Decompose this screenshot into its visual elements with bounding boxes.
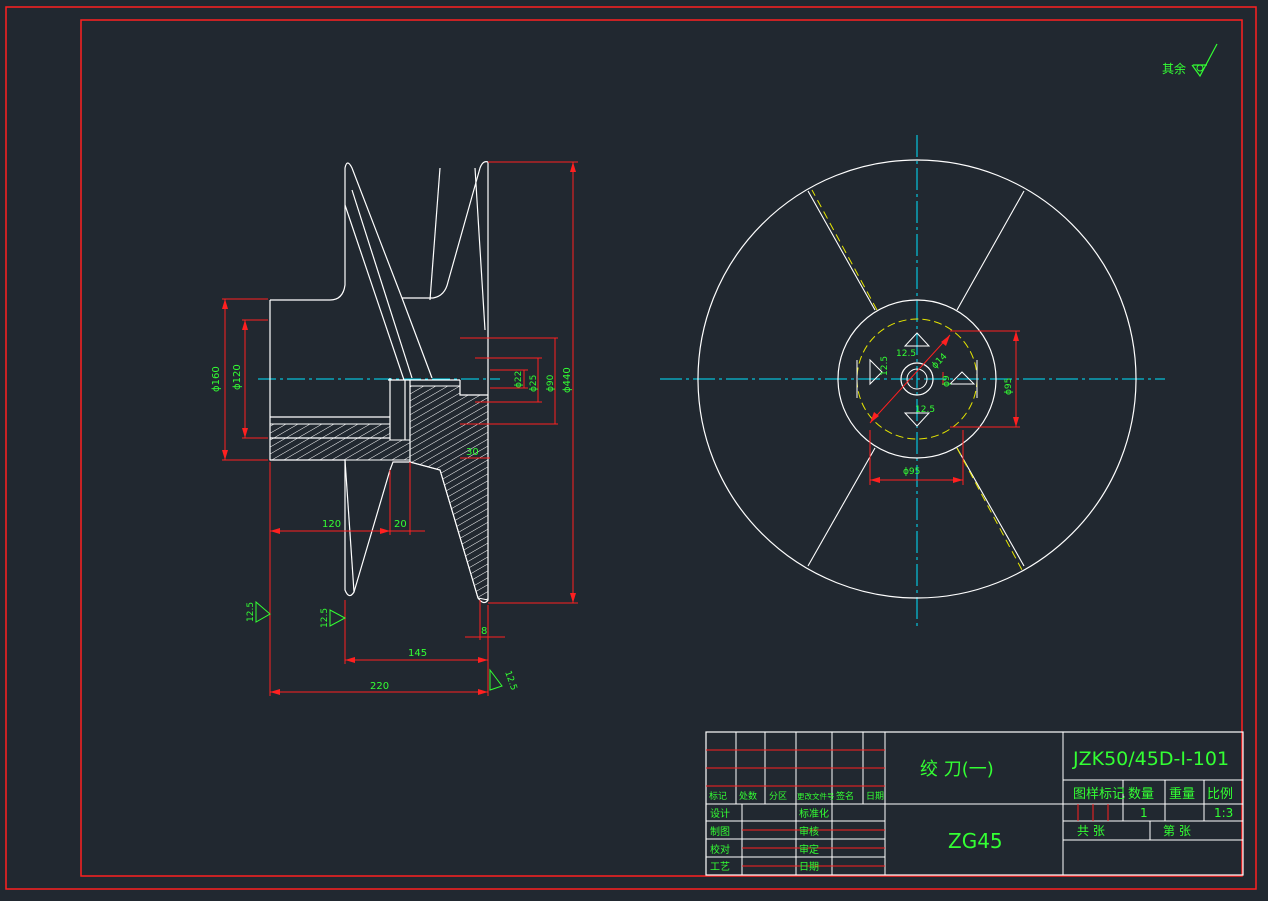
svg-text:工艺: 工艺 xyxy=(710,861,730,873)
svg-text:12.5: 12.5 xyxy=(502,670,518,692)
hatch-section-hub xyxy=(269,423,411,461)
front-view: 12.5 12.5 12.5 ϕ95 ϕ95 ϕ14 ϕ9 xyxy=(660,135,1165,630)
roughness-note: 其余 xyxy=(1162,43,1218,78)
front-hidden-lines xyxy=(811,189,1023,571)
svg-text:更改文件号: 更改文件号 xyxy=(797,791,835,801)
front-dim-b: 12.5 xyxy=(880,356,890,376)
material: ZG45 xyxy=(948,829,1003,853)
front-dim-d95b: ϕ95 xyxy=(903,467,920,477)
dim-d440: ϕ440 xyxy=(562,367,573,393)
front-blades xyxy=(807,190,1025,567)
outer-disc xyxy=(697,159,1137,599)
svg-text:日期: 日期 xyxy=(799,861,819,873)
svg-text:比例: 比例 xyxy=(1207,787,1233,802)
roughness-icon xyxy=(329,609,347,627)
revision-headers: 标记 处数 分区 更改文件号 签名 日期 xyxy=(709,790,884,802)
dim-120: 120 xyxy=(322,519,341,530)
svg-text:1:3: 1:3 xyxy=(1214,806,1233,820)
dim-30: 30 xyxy=(466,447,479,458)
svg-text:1: 1 xyxy=(1140,806,1148,820)
role-labels: 设计 制图 校对 工艺 标准化 审核 审定 日期 xyxy=(710,807,829,873)
dim-d160: ϕ160 xyxy=(211,366,222,392)
drawing-number: JZK50/45D-I-101 xyxy=(1072,748,1229,770)
front-dim-c: 12.5 xyxy=(915,405,935,415)
roughness-icon xyxy=(255,600,271,623)
svg-text:分区: 分区 xyxy=(769,791,787,802)
svg-text:制图: 制图 xyxy=(710,825,730,838)
front-dim-d9: ϕ9 xyxy=(942,375,952,387)
svg-text:重量: 重量 xyxy=(1169,786,1195,802)
side-roughness-symbols: 12.5 12.5 12.5 xyxy=(246,600,518,692)
svg-text:标准化: 标准化 xyxy=(799,807,829,820)
side-view-outline xyxy=(269,161,489,604)
front-dimension-lines xyxy=(869,330,1020,485)
front-dimension-arrows xyxy=(870,331,1019,483)
dim-d90: ϕ90 xyxy=(546,374,556,392)
side-view: ϕ160 ϕ120 ϕ22 ϕ25 ϕ90 ϕ440 30 120 20 145… xyxy=(211,161,578,696)
svg-text:数量: 数量 xyxy=(1128,787,1154,802)
outer-frame xyxy=(5,6,1257,890)
dim-d25: ϕ25 xyxy=(529,375,539,392)
svg-text:审核: 审核 xyxy=(799,825,819,838)
svg-text:图样标记: 图样标记 xyxy=(1073,787,1125,802)
svg-text:12.5: 12.5 xyxy=(246,602,256,622)
front-dim-d95: ϕ95 xyxy=(1004,378,1014,395)
front-dim-d14: ϕ14 xyxy=(930,352,950,372)
bore-inner-circle xyxy=(906,368,928,390)
svg-text:校对: 校对 xyxy=(710,843,730,856)
front-roughness-symbols xyxy=(869,332,976,427)
side-dimension-arrows xyxy=(222,162,576,695)
svg-text:标记: 标记 xyxy=(709,790,727,802)
side-dimension-lines xyxy=(222,161,578,696)
roughness-check-icon xyxy=(1191,43,1218,78)
dim-d120: ϕ120 xyxy=(232,364,243,390)
part-name: 绞 刀(一) xyxy=(920,759,994,780)
front-dim-a: 12.5 xyxy=(896,349,916,359)
dim-d22: ϕ22 xyxy=(514,371,524,388)
title-block: JZK50/45D-I-101 绞 刀(一) ZG45 标记 处数 分区 更改文… xyxy=(705,731,1244,876)
svg-text:设计: 设计 xyxy=(710,807,730,820)
hatch-section-blade xyxy=(409,385,489,601)
dim-20: 20 xyxy=(394,519,407,530)
roughness-icon xyxy=(489,668,503,691)
svg-text:签名: 签名 xyxy=(836,790,854,802)
svg-text:审定: 审定 xyxy=(799,843,819,856)
dim-145: 145 xyxy=(408,648,427,659)
svg-text:日期: 日期 xyxy=(866,791,884,802)
dim-8: 8 xyxy=(481,626,487,637)
svg-text:共 张: 共 张 xyxy=(1077,824,1105,838)
bore-circle xyxy=(900,362,934,396)
inner-frame xyxy=(80,19,1243,877)
hub-circle xyxy=(837,299,997,459)
svg-text:处数: 处数 xyxy=(739,790,757,802)
roughness-note-text: 其余 xyxy=(1162,61,1186,76)
side-dimension-text: ϕ160 ϕ120 ϕ22 ϕ25 ϕ90 ϕ440 30 120 20 145… xyxy=(211,364,573,692)
svg-text:第 张: 第 张 xyxy=(1163,824,1191,838)
svg-text:12.5: 12.5 xyxy=(320,608,330,628)
front-dimension-text: 12.5 12.5 12.5 ϕ95 ϕ95 ϕ14 ϕ9 xyxy=(880,349,1014,477)
property-values: 1 1:3 xyxy=(1140,806,1233,820)
dim-220: 220 xyxy=(370,681,389,692)
property-labels: 图样标记 数量 重量 比例 共 张 第 张 xyxy=(1073,786,1233,838)
